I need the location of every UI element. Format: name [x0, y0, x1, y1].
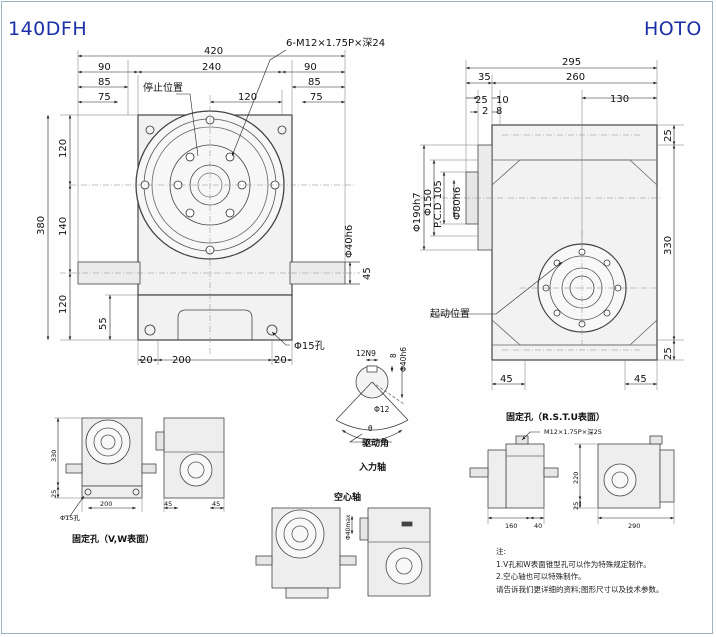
- dim-380: 380: [36, 216, 47, 235]
- note-line-3: 请告诉我们更详细的资料;图形尺寸以及技术参数。: [496, 584, 664, 594]
- dim-pcd105: P.C.D 105: [433, 180, 444, 228]
- dim-290: 290: [628, 522, 640, 530]
- dim-160: 160: [505, 522, 517, 530]
- input-shaft-detail: 12N9 8 Φ40h6 Φ12 θ 驱动角 入力轴: [335, 347, 409, 473]
- dim-120-top: 120: [238, 92, 257, 103]
- input-shaft-title: 入力轴: [358, 461, 386, 473]
- shaft-len-label: 45: [362, 267, 373, 280]
- dim-25-lower-right: 25: [663, 347, 674, 360]
- note-line-1: 1.V孔和W表面锥型孔可以作为特殊规定制作。: [496, 559, 651, 569]
- dim-295: 295: [562, 57, 581, 68]
- start-position-label: 起动位置: [430, 307, 470, 320]
- dim-90-right: 90: [304, 62, 317, 73]
- fixing-rstu-title: 固定孔（R.S.T.U表面）: [506, 411, 605, 423]
- mount-hole-label: Φ15孔: [294, 340, 325, 352]
- dim-phi190h7: Φ190h7: [412, 192, 423, 232]
- dim-85-left: 85: [98, 77, 111, 88]
- dim-12n9: 12N9: [356, 349, 376, 358]
- dim-220: 220: [572, 472, 580, 484]
- dim-420: 420: [204, 46, 223, 57]
- dim-45-right: 45: [634, 374, 647, 385]
- dim-200-small: 200: [100, 500, 112, 508]
- dim-75-left: 75: [98, 92, 111, 103]
- dim-55: 55: [98, 317, 109, 330]
- dim-phi12: Φ12: [374, 405, 390, 414]
- dim-phi150: Φ150: [423, 189, 434, 216]
- dim-130: 130: [610, 94, 629, 105]
- dim-phi40max: Φ40max: [345, 514, 352, 540]
- side-view: 295 35 260 25 10 2 8 130 45 45 起动位置 Φ190…: [412, 57, 684, 390]
- dim-25-top: 25: [475, 95, 488, 106]
- dim-45-small-left: 45: [164, 500, 172, 508]
- dim-phi80h6: Φ80h6: [452, 187, 463, 220]
- stop-position-label: 停止位置: [143, 81, 183, 94]
- dim-140: 140: [58, 217, 69, 236]
- brand-title: HOTO: [644, 18, 702, 40]
- dim-45-small-right: 45: [212, 500, 220, 508]
- dim-10: 10: [496, 95, 509, 106]
- notes-block: 注: 1.V孔和W表面锥型孔可以作为特殊规定制作。 2.空心轴也可以特殊制作。 …: [496, 546, 664, 596]
- fixing-vw-title: 固定孔（V,W表面）: [72, 535, 155, 545]
- model-title: 140DFH: [8, 18, 88, 40]
- drive-angle-label: 驱动角: [362, 437, 389, 449]
- notes-heading: 注:: [496, 547, 507, 556]
- dim-90-left: 90: [98, 62, 111, 73]
- tapped-holes-label: 6-M12×1.75P×深24: [286, 37, 385, 49]
- dim-8-key: 8: [389, 353, 398, 358]
- dim-25-rstu: 25: [572, 502, 580, 510]
- dim-85-right: 85: [308, 77, 321, 88]
- front-view: 420 240 90 85 75 90 85 75 120 200 20 20 …: [36, 37, 385, 366]
- dim-25-upper-right: 25: [663, 129, 674, 142]
- dim-200-bottom: 200: [172, 355, 191, 366]
- dim-25-small: 25: [50, 490, 58, 498]
- dim-120-lower: 120: [58, 295, 69, 314]
- note-line-2: 2.空心轴也可以特殊制作。: [496, 572, 586, 581]
- dim-phi15-small: Φ15孔: [60, 514, 80, 522]
- hollow-shaft-views: Φ40max 空心轴: [255, 491, 431, 599]
- dim-260: 260: [566, 72, 585, 83]
- dim-240: 240: [202, 62, 221, 73]
- dim-8: 8: [496, 106, 502, 117]
- dim-45-left: 45: [500, 374, 513, 385]
- rstu-thread-label: M12×1.75P×深25: [544, 427, 602, 436]
- dim-120-upper: 120: [58, 139, 69, 158]
- dim-phi40h6-shaft: Φ40h6: [399, 347, 408, 372]
- dim-40: 40: [534, 522, 542, 530]
- fixing-rstu-views: 160 40 220 25 290 M12×1.75P×深25 固定孔（R.S.…: [469, 411, 675, 530]
- dim-35: 35: [478, 72, 491, 83]
- dim-330: 330: [663, 236, 674, 255]
- dim-20-left: 20: [140, 355, 153, 366]
- fixing-vw-views: 330 25 Φ15孔 200 45 45: [50, 417, 225, 522]
- dim-20-right: 20: [274, 355, 287, 366]
- shaft-dia-label: Φ40h6: [344, 225, 355, 258]
- dim-75-right: 75: [310, 92, 323, 103]
- dim-theta: θ: [368, 424, 373, 433]
- dim-330-small: 330: [50, 450, 58, 462]
- dim-2: 2: [482, 106, 488, 117]
- hollow-shaft-title: 空心轴: [334, 491, 361, 503]
